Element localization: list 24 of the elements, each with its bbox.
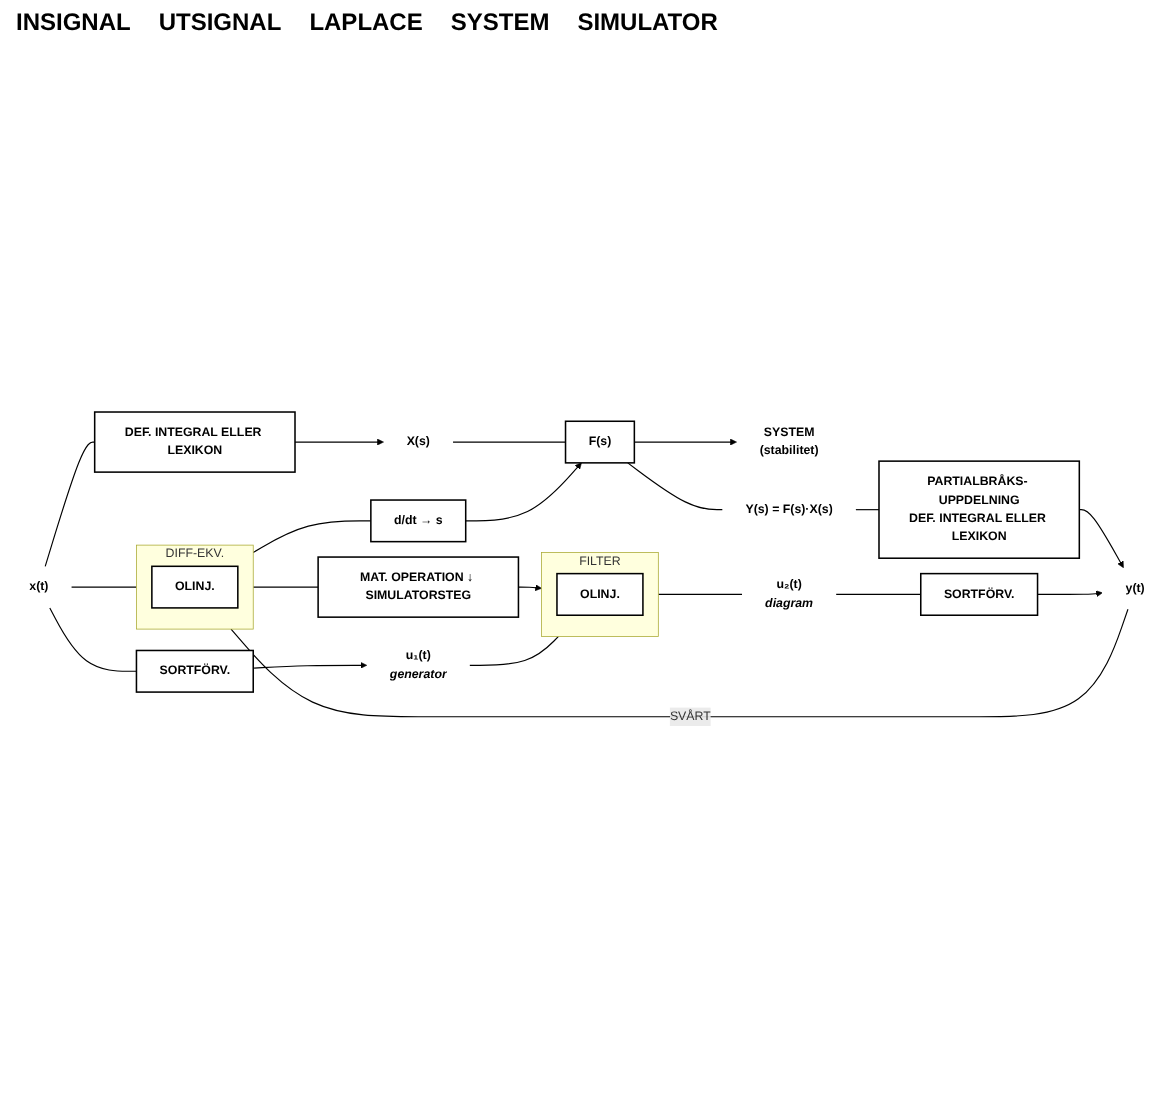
connector (252, 586, 319, 588)
axis-label: SIMULATOR (577, 8, 718, 36)
axis-label: INSIGNAL (16, 8, 131, 36)
arrow (1036, 590, 1103, 598)
connector (469, 635, 560, 666)
arrow (1078, 509, 1124, 568)
connector (627, 462, 723, 511)
arrow (294, 438, 384, 446)
connector (452, 441, 567, 443)
arrow (465, 462, 582, 522)
axis-label: SYSTEM (450, 8, 550, 36)
axis-label: UTSIGNAL (158, 8, 282, 36)
connector (49, 607, 138, 672)
connector (252, 520, 372, 554)
arrow (517, 584, 542, 592)
connector (657, 593, 743, 595)
arrow (252, 661, 368, 669)
axis-label: LAPLACE (309, 8, 423, 36)
connector (835, 593, 922, 595)
connector (855, 509, 880, 511)
connector (230, 608, 1129, 718)
connector (44, 441, 96, 567)
connector (71, 586, 138, 588)
arrow (633, 438, 737, 446)
